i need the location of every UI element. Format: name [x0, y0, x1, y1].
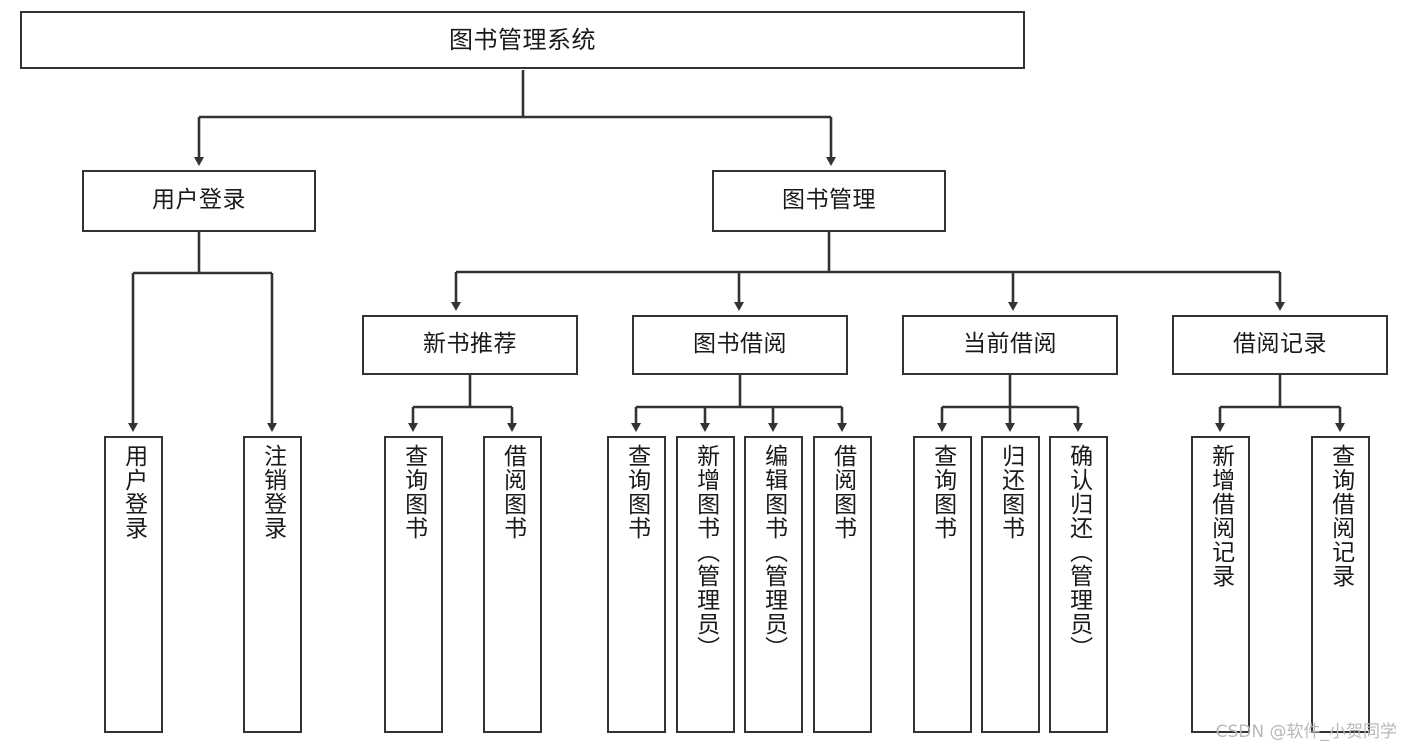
leaf-node-recommendation-query-book[interactable]: 查询图书 — [384, 436, 443, 733]
leaf-node-user-login[interactable]: 用户登录 — [104, 436, 163, 733]
node-book-management[interactable]: 图书管理 — [712, 170, 946, 232]
leaf-node-current-return-book[interactable]: 归还图书 — [981, 436, 1040, 733]
node-label: 用户登录 — [152, 187, 246, 214]
node-label: 借阅记录 — [1233, 331, 1327, 358]
leaf-node-current-query-book[interactable]: 查询图书 — [913, 436, 972, 733]
leaf-node-recommendation-borrow-book[interactable]: 借阅图书 — [483, 436, 542, 733]
node-new-book-recommendation[interactable]: 新书推荐 — [362, 315, 578, 375]
node-book-borrowing[interactable]: 图书借阅 — [632, 315, 848, 375]
node-label: 借阅图书 — [829, 444, 856, 540]
node-label: 查询借阅记录 — [1327, 444, 1354, 588]
leaf-node-borrowing-query-book[interactable]: 查询图书 — [607, 436, 666, 733]
node-label: 编辑图书（管理员） — [760, 444, 787, 660]
node-label: 注销登录 — [259, 444, 286, 540]
node-label: 新书推荐 — [423, 331, 517, 358]
node-label: 查询图书 — [400, 444, 427, 540]
node-label: 确认归还（管理员） — [1065, 444, 1092, 660]
node-label: 新增图书（管理员） — [692, 444, 719, 660]
node-user-login[interactable]: 用户登录 — [82, 170, 316, 232]
node-label: 查询图书 — [929, 444, 956, 540]
node-label: 用户登录 — [120, 444, 147, 540]
node-label: 归还图书 — [997, 444, 1024, 540]
leaf-node-record-add-borrow-record[interactable]: 新增借阅记录 — [1191, 436, 1250, 733]
leaf-node-borrowing-edit-book-admin[interactable]: 编辑图书（管理员） — [744, 436, 803, 733]
node-current-borrowing[interactable]: 当前借阅 — [902, 315, 1118, 375]
node-label: 借阅图书 — [499, 444, 526, 540]
leaf-node-user-logout[interactable]: 注销登录 — [243, 436, 302, 733]
node-label: 图书借阅 — [693, 331, 787, 358]
leaf-node-current-confirm-return-admin[interactable]: 确认归还（管理员） — [1049, 436, 1108, 733]
leaf-node-record-query-borrow-record[interactable]: 查询借阅记录 — [1311, 436, 1370, 733]
leaf-node-borrowing-lend-book[interactable]: 借阅图书 — [813, 436, 872, 733]
watermark-text: CSDN @软件_小贺同学 — [1215, 722, 1397, 742]
node-label: 图书管理 — [782, 187, 876, 214]
node-root-book-management-system[interactable]: 图书管理系统 — [20, 11, 1025, 69]
node-label: 新增借阅记录 — [1207, 444, 1234, 588]
node-label: 当前借阅 — [963, 331, 1057, 358]
leaf-node-borrowing-add-book-admin[interactable]: 新增图书（管理员） — [676, 436, 735, 733]
node-label: 查询图书 — [623, 444, 650, 540]
node-borrowing-record[interactable]: 借阅记录 — [1172, 315, 1388, 375]
node-label: 图书管理系统 — [449, 25, 596, 54]
